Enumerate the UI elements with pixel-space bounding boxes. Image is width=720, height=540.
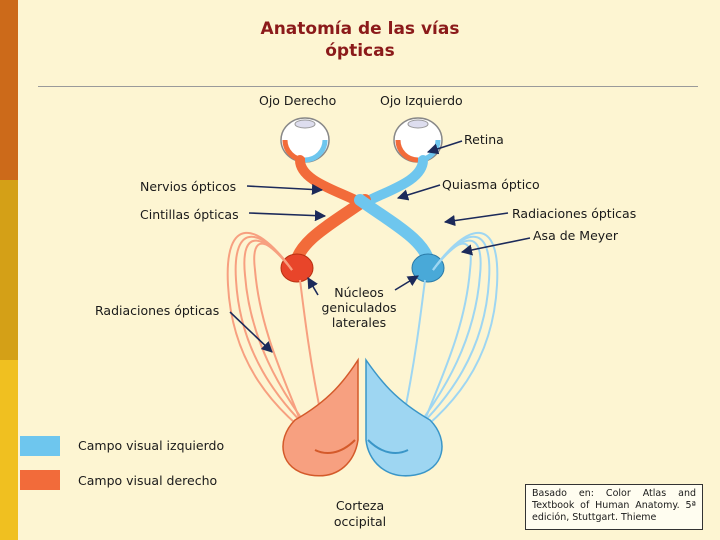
title-line-2: ópticas [325, 41, 395, 61]
occipital-cortex-right [282, 357, 359, 477]
page-title: Anatomía de las vías ópticas [200, 18, 520, 62]
optic-nerve-left [365, 155, 428, 205]
credit-box: Basado en: Color Atlas and Textbook of H… [525, 484, 703, 530]
legend-swatch-izquierdo [20, 436, 60, 456]
side-band-middle [0, 180, 18, 360]
label-asa: Asa de Meyer [533, 228, 618, 243]
label-quiasma: Quiasma óptico [442, 177, 540, 192]
calcarine-left [367, 439, 409, 454]
label-radiaciones-right: Radiaciones ópticas [512, 206, 637, 221]
arrow-radiaciones-left [229, 311, 273, 353]
calcarine-right [314, 439, 356, 454]
left-eye [393, 117, 443, 163]
optic-tract-left [354, 194, 436, 271]
label-radiaciones-left: Radiaciones ópticas [95, 303, 220, 318]
arrow-retina [426, 140, 463, 155]
arrow-asa [460, 237, 531, 256]
label-retina: Retina [464, 132, 504, 147]
label-cintillas: Cintillas ópticas [140, 207, 239, 222]
divider-line [38, 86, 698, 87]
optic-radiation-right [226, 231, 331, 451]
label-nucleos-line-3: laterales [331, 315, 387, 330]
label-corteza-line-1: Corteza [335, 498, 385, 513]
arrow-quiasma [396, 184, 441, 201]
label-corteza: Corteza occipital [320, 498, 400, 530]
arrow-nervios [246, 183, 324, 196]
side-band-top [0, 0, 18, 180]
label-ojo-derecho: Ojo Derecho [259, 93, 337, 108]
arrow-nucleos-right [307, 277, 319, 296]
label-nucleos-line-2: geniculados [321, 300, 397, 315]
arrow-cintillas [248, 210, 327, 222]
title-line-1: Anatomía de las vías [260, 19, 460, 39]
legend-swatch-derecho [20, 470, 60, 490]
arrow-nucleos-left [394, 275, 419, 291]
right-eye [280, 117, 330, 163]
optic-radiation-left [394, 231, 499, 451]
legend-label-derecho: Campo visual derecho [78, 473, 218, 488]
label-nucleos: Núcleos geniculados laterales [318, 285, 400, 330]
legend-label-izquierdo: Campo visual izquierdo [78, 438, 225, 453]
label-nervios: Nervios ópticos [140, 179, 237, 194]
optic-nerve-right [295, 155, 360, 205]
lgn-right [280, 253, 314, 283]
label-nucleos-line-1: Núcleos [334, 285, 384, 300]
label-corteza-line-2: occipital [333, 514, 387, 529]
optic-tract-right [289, 194, 371, 271]
lgn-left [411, 253, 445, 283]
side-band-bottom [0, 360, 18, 540]
arrow-radiaciones-right [443, 212, 509, 227]
occipital-cortex-left [365, 357, 443, 477]
label-ojo-izquierdo: Ojo Izquierdo [380, 93, 463, 108]
